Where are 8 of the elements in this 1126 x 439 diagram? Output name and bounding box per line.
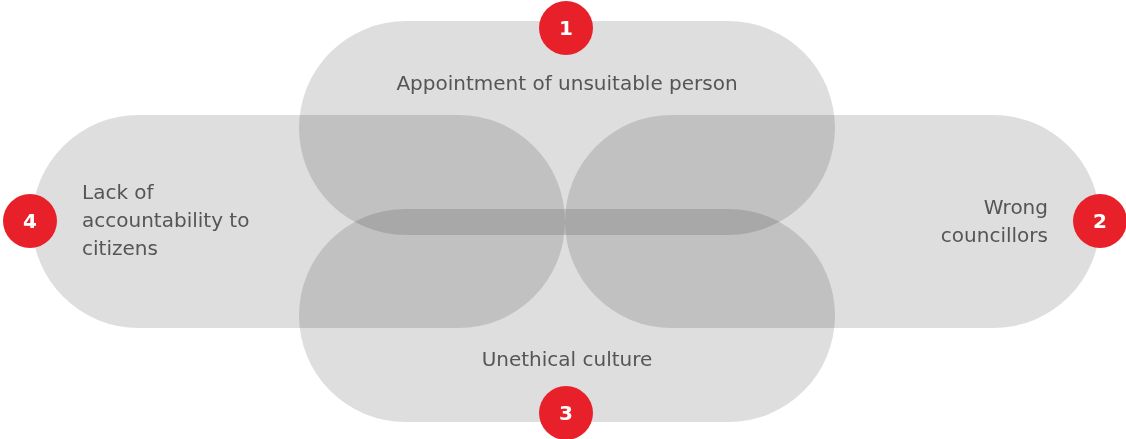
pill-label: Unethical culture	[480, 346, 654, 373]
pill-label: Lack of accountability to citizens	[82, 179, 251, 262]
pill-label: Wrong councillors	[939, 194, 1048, 249]
number-badge: 2	[1073, 194, 1126, 248]
number-badge: 3	[539, 386, 593, 439]
number-badge: 4	[3, 194, 57, 248]
number-badge: 1	[539, 1, 593, 55]
pill-label: Appointment of unsuitable person	[395, 70, 739, 97]
